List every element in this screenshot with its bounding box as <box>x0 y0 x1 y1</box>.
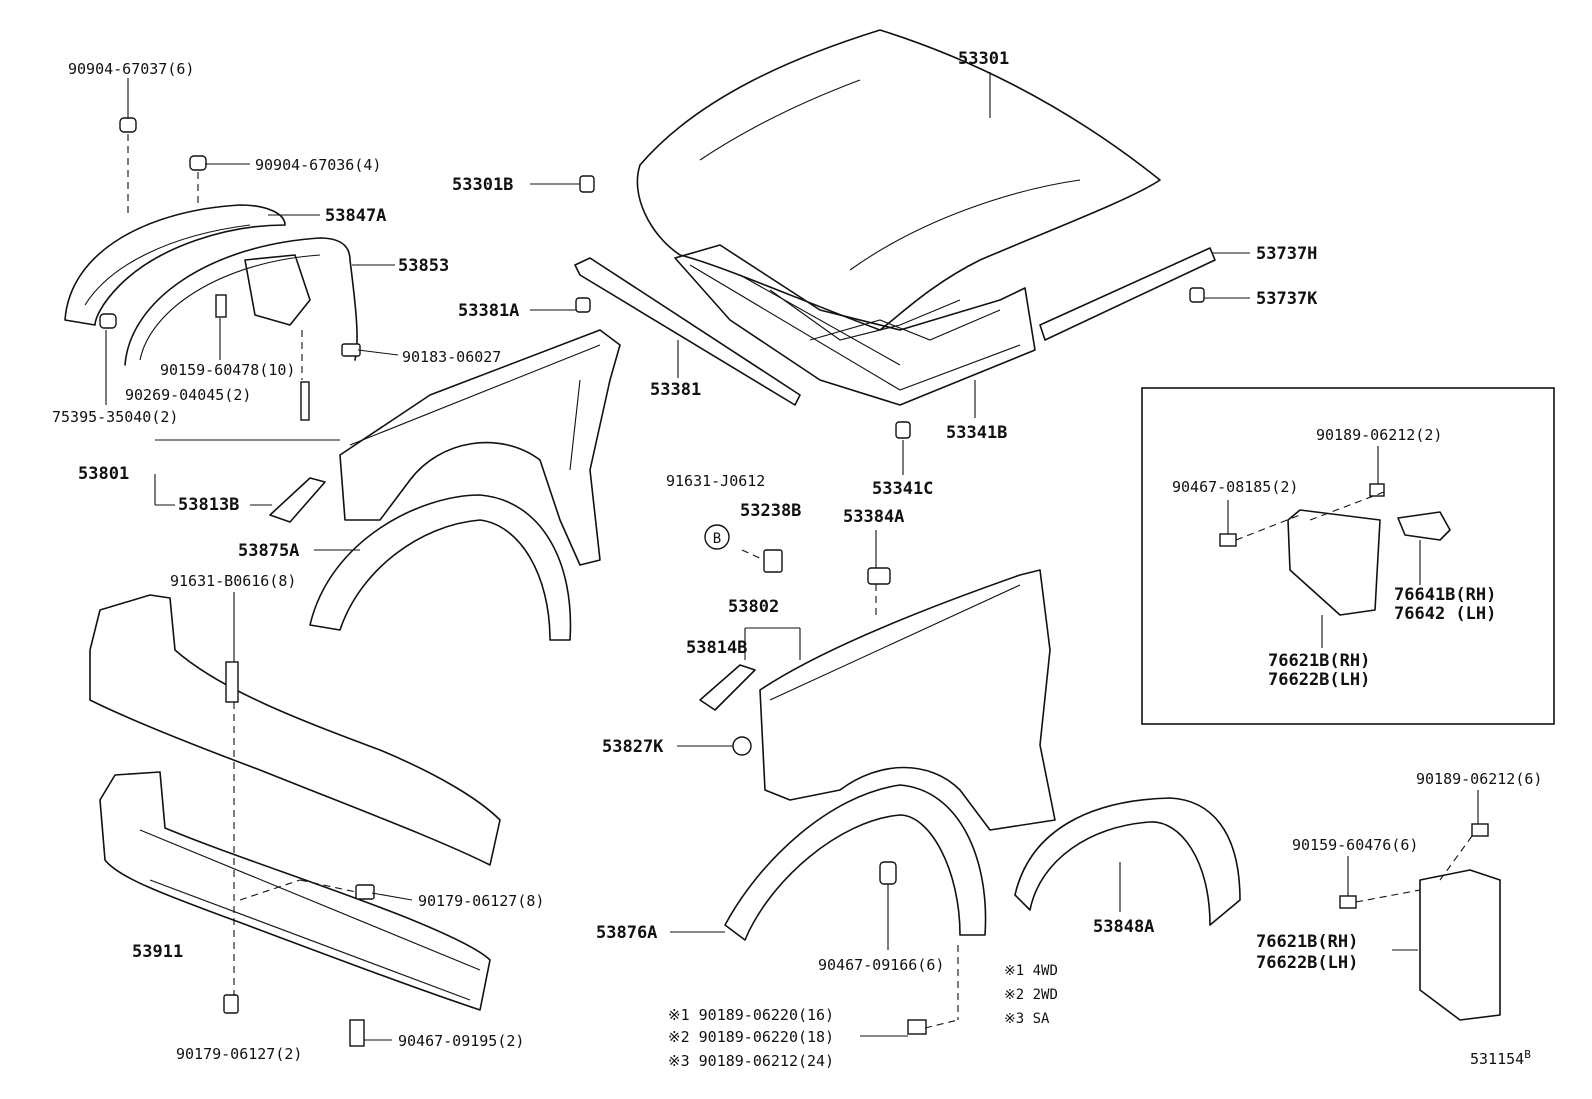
label-inset-76641B: 76641B(RH) <box>1394 585 1496 605</box>
b-marker: B <box>704 524 730 550</box>
label-53381A: 53381A <box>458 301 519 321</box>
bumper-cover <box>89 594 501 866</box>
bracket-53813B <box>269 477 326 523</box>
legend-1: ※1 4WD <box>1004 963 1058 979</box>
ref-number-main: 531154 <box>1470 1050 1524 1068</box>
label-53384A: 53384A <box>843 507 904 527</box>
label-53847A: 53847A <box>325 206 386 226</box>
label-53238B: 53238B <box>740 501 801 521</box>
label-90467-09195: 90467-09195(2) <box>398 1032 524 1050</box>
label-53876A: 53876A <box>596 923 657 943</box>
b-marker-text: B <box>713 531 721 547</box>
fender-flare-53847A <box>64 204 286 326</box>
label-90159-60478: 90159-60478(10) <box>160 361 295 379</box>
label-53827K: 53827K <box>602 737 664 757</box>
ref-number-suffix: B <box>1524 1048 1531 1061</box>
label-53911: 53911 <box>132 942 183 962</box>
seal-53737H <box>1039 247 1216 341</box>
label-90467-09166: 90467-09166(6) <box>818 956 944 974</box>
legend-2: ※2 2WD <box>1004 987 1058 1003</box>
fender-53802 <box>759 569 1056 831</box>
seal-53381 <box>574 257 801 406</box>
bumper-53911 <box>99 771 491 1011</box>
label-53341C: 53341C <box>872 479 933 499</box>
label-53341B: 53341B <box>946 423 1007 443</box>
label-91631-J0612: 91631-J0612 <box>666 472 765 490</box>
note-1-part: ※1 90189-06220(16) <box>668 1006 834 1024</box>
hood-53301 <box>636 29 1161 331</box>
label-90189-06212-6: 90189-06212(6) <box>1416 770 1542 788</box>
labels: 90904-67037(6) 90904-67036(4) 53847A 538… <box>52 49 1542 1070</box>
label-53737H: 53737H <box>1256 244 1317 264</box>
label-91631-B0616: 91631-B0616(8) <box>170 572 296 590</box>
dashed-lines <box>127 134 1473 1029</box>
liner-53876A <box>724 784 987 941</box>
fender-flare-53853 <box>124 237 358 366</box>
hood-inner-53341B <box>674 244 1036 406</box>
clip-icon <box>99 117 1205 1014</box>
label-53737K: 53737K <box>1256 289 1318 309</box>
inset-box <box>1141 387 1555 725</box>
fender-53801 <box>339 329 621 566</box>
label-53848A: 53848A <box>1093 917 1154 937</box>
label-inset-90467-08185: 90467-08185(2) <box>1172 478 1298 496</box>
note-3-part: ※3 90189-06212(24) <box>668 1052 834 1070</box>
label-90179-06127-8: 90179-06127(8) <box>418 892 544 910</box>
liner-53875A <box>309 494 572 641</box>
label-76621B: 76621B(RH) <box>1256 932 1358 952</box>
label-90269-04045: 90269-04045(2) <box>125 386 251 404</box>
leader-lines <box>105 72 1479 1041</box>
label-53801: 53801 <box>78 464 129 484</box>
mudguard-inset <box>1287 509 1451 616</box>
note-2-part: ※2 90189-06220(18) <box>668 1028 834 1046</box>
label-53381: 53381 <box>650 380 701 400</box>
label-76622B: 76622B(LH) <box>1256 953 1358 973</box>
ref-number: 531154B <box>1470 1048 1531 1068</box>
label-90179-06127-2: 90179-06127(2) <box>176 1045 302 1063</box>
label-inset-76621B: 76621B(RH) <box>1268 651 1370 671</box>
label-90904-67036: 90904-67036(4) <box>255 156 381 174</box>
label-53301: 53301 <box>958 49 1009 69</box>
label-75395-35040: 75395-35040(2) <box>52 408 178 426</box>
mudguard-lower <box>1419 869 1501 1021</box>
label-53813B: 53813B <box>178 495 239 515</box>
label-inset-90189-06212: 90189-06212(2) <box>1316 426 1442 444</box>
label-53802: 53802 <box>728 597 779 617</box>
bracket <box>244 254 311 326</box>
label-90159-60476: 90159-60476(6) <box>1292 836 1418 854</box>
label-90904-67037: 90904-67037(6) <box>68 60 194 78</box>
label-90183-06027: 90183-06027 <box>402 348 501 366</box>
label-inset-76642: 76642 (LH) <box>1394 604 1496 624</box>
label-53301B: 53301B <box>452 175 513 195</box>
label-53853: 53853 <box>398 256 449 276</box>
label-53875A: 53875A <box>238 541 299 561</box>
flare-53848A <box>1014 797 1241 926</box>
bracket-53814B <box>699 664 756 711</box>
legend-3: ※3 SA <box>1004 1011 1050 1027</box>
label-inset-76622B: 76622B(LH) <box>1268 670 1370 690</box>
label-53814B: 53814B <box>686 638 747 658</box>
bolt-icon <box>215 294 1489 1047</box>
